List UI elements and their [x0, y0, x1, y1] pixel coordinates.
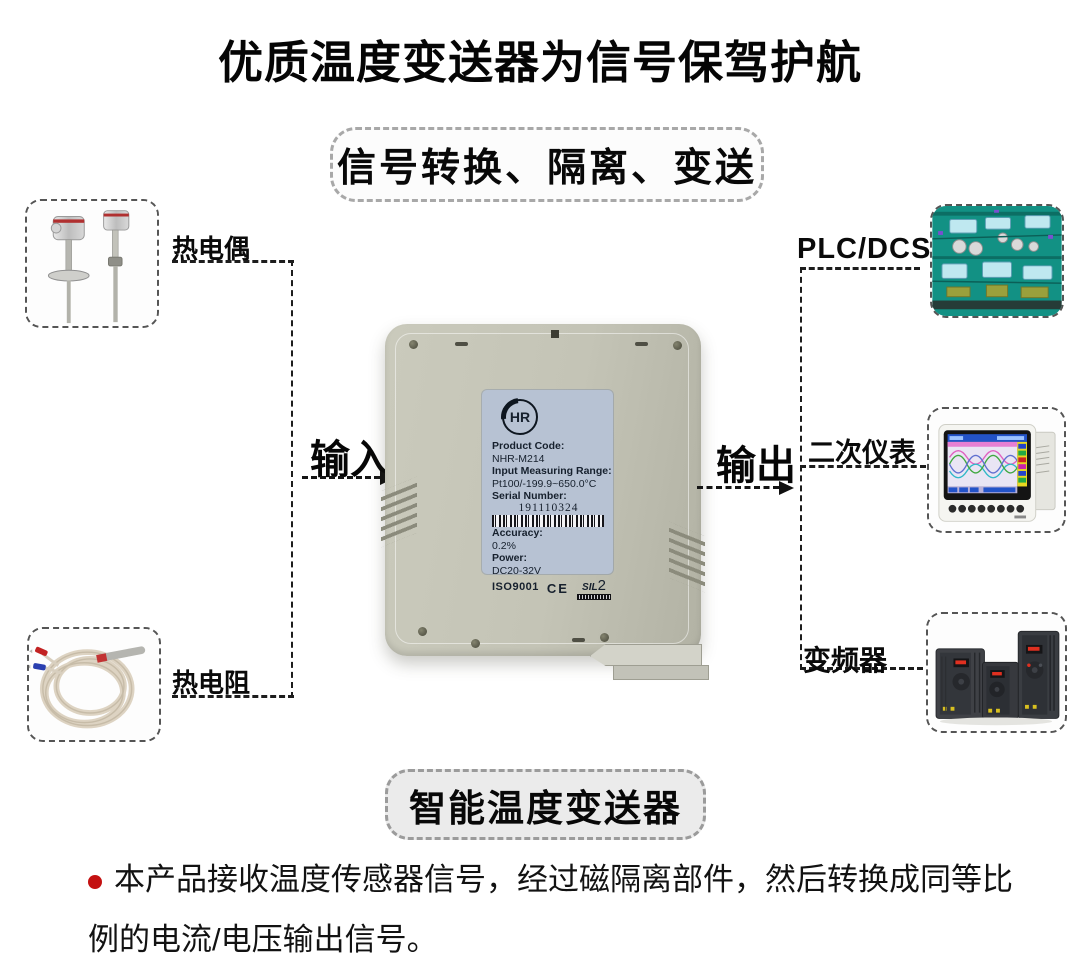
- thermocouple-image-box: [25, 199, 159, 328]
- field-value: 0.2%: [492, 539, 516, 552]
- housing-slot: [635, 342, 648, 346]
- transmitter-module: HR Product Code: NHR-M214 Input Measurin…: [361, 324, 725, 680]
- din-rail-clip: [590, 644, 702, 666]
- field-label: Accuracy:: [492, 526, 543, 539]
- screw-icon: [600, 633, 609, 642]
- bottom-box-text: 智能温度变送器: [409, 787, 682, 829]
- connector-vfd-underline: [800, 667, 923, 670]
- vfd-image: [928, 614, 1065, 731]
- din-rail-clip: [613, 665, 709, 680]
- field-label: Serial Number:: [492, 490, 567, 503]
- bottom-box: 智能温度变送器: [385, 769, 706, 840]
- vfd-image-box: [926, 612, 1067, 733]
- housing-slot: [572, 638, 585, 642]
- connector-meter-underline: [800, 465, 926, 468]
- rtd-image: [29, 629, 159, 740]
- field-label: Input Measuring Range:: [492, 465, 612, 478]
- housing-hole: [551, 330, 559, 338]
- module-housing: HR Product Code: NHR-M214 Input Measurin…: [381, 324, 709, 680]
- plc-dcs-image: [932, 206, 1062, 316]
- connector-left-vertical: [291, 260, 293, 698]
- source-label-thermocouple: 热电偶: [172, 234, 251, 264]
- output-label: 输出: [716, 444, 796, 488]
- sil-level: 2: [597, 577, 606, 595]
- brand-logo-text: HR: [509, 409, 531, 425]
- field-value: Pt100/-199.9~650.0°C: [492, 477, 597, 490]
- screw-icon: [409, 340, 418, 349]
- field-value: DC20-32V: [492, 564, 542, 577]
- product-label-plate: HR Product Code: NHR-M214 Input Measurin…: [482, 390, 613, 601]
- input-label: 输入: [310, 438, 390, 482]
- bullet-icon: [88, 874, 102, 889]
- brand-logo: HR: [502, 399, 538, 435]
- connector-rtd-underline: [172, 695, 294, 698]
- description: 本产品接收温度传感器信号，经过磁隔离部件，然后转换成同等比例的电流/电压输出信号…: [88, 850, 1036, 969]
- page-title: 优质温度变送器为信号保驾护航: [217, 37, 862, 88]
- field-value: NHR-M214: [492, 452, 545, 465]
- field-label: Product Code:: [492, 440, 565, 452]
- barcode: [492, 514, 604, 527]
- connector-right-vertical: [800, 267, 802, 670]
- description-text: 本产品接收温度传感器信号，经过磁隔离部件，然后转换成同等比例的电流/电压输出信号…: [88, 862, 1013, 957]
- rtd-image-box: [27, 627, 161, 742]
- certifications: ISO9001 CE SIL2: [492, 578, 611, 601]
- banner-text: 信号转换、隔离、变送: [336, 146, 757, 190]
- sil-text: SIL: [582, 582, 598, 594]
- paperless-recorder-image: [929, 409, 1064, 531]
- input-arrow: [302, 471, 395, 485]
- source-label-rtd: 热电阻: [172, 668, 251, 698]
- destination-label-plc-dcs: PLC/DCS: [797, 233, 932, 265]
- housing-slot: [455, 342, 468, 346]
- output-arrow: [697, 481, 794, 495]
- connector-plc-underline: [800, 267, 920, 270]
- iso-cert: ISO9001: [492, 581, 539, 594]
- ce-mark: CE: [546, 581, 569, 597]
- destination-label-secondary-meter: 二次仪表: [808, 438, 916, 468]
- screw-icon: [673, 341, 682, 350]
- screw-icon: [471, 639, 480, 648]
- connector-thermocouple-underline: [172, 260, 294, 263]
- paperless-recorder-image-box: [927, 407, 1066, 533]
- serial-number: 191110324: [518, 501, 579, 514]
- sil-bar: [576, 594, 611, 601]
- destination-label-vfd: 变频器: [803, 645, 888, 676]
- plc-dcs-image-box: [930, 204, 1064, 318]
- sil-badge: SIL2: [576, 578, 611, 601]
- banner-box: 信号转换、隔离、变送: [330, 127, 764, 202]
- field-label: Power:: [492, 552, 528, 565]
- screw-icon: [418, 627, 427, 636]
- thermocouple-image: [27, 201, 157, 326]
